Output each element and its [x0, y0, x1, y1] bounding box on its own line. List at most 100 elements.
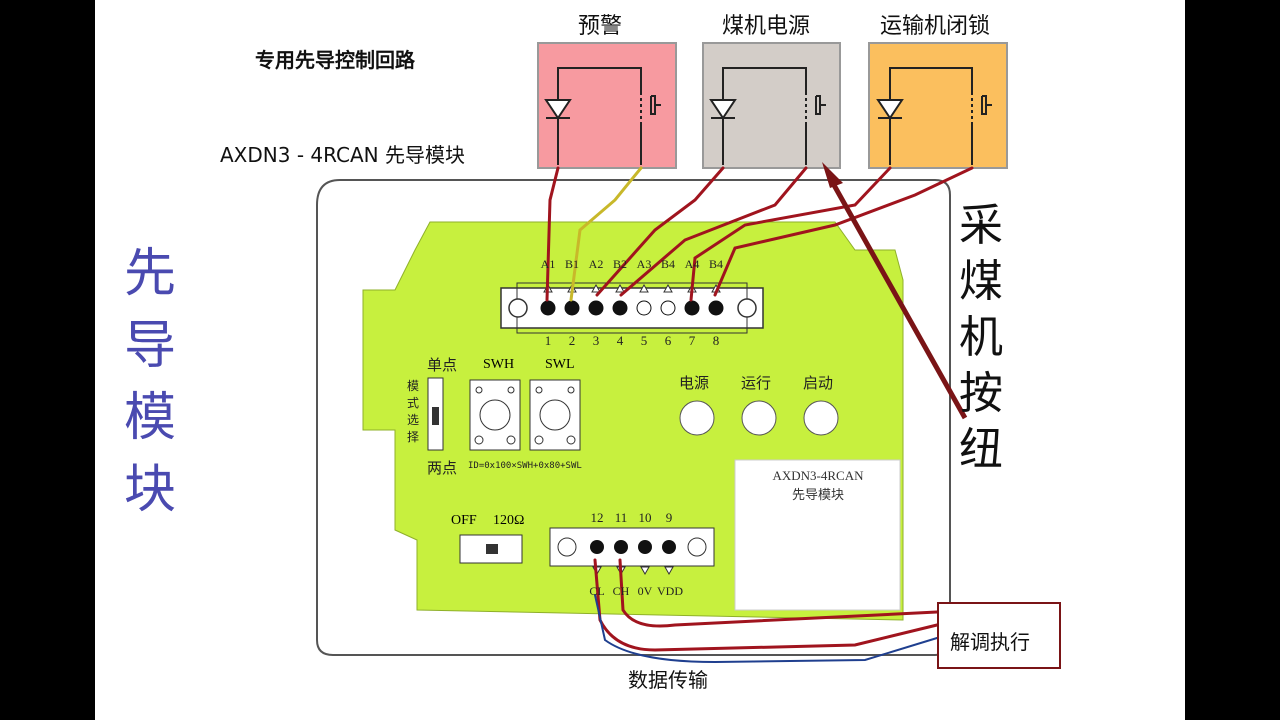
pin-marker: [663, 283, 673, 293]
connector-screw-right: [737, 298, 757, 318]
arrow-shearer-button: [827, 176, 968, 420]
header-title: 专用先导控制回路: [255, 48, 415, 72]
bottom-pin-label: CH: [612, 584, 630, 598]
mode-double-label: 两点: [427, 459, 458, 477]
connector-screw-left: [508, 298, 528, 318]
top-pin-number: 7: [688, 333, 696, 348]
bottom-connector-block: [549, 527, 715, 567]
mode-side-char: 选: [406, 413, 419, 427]
top-pin-label: A4: [684, 257, 700, 271]
top-connector-pin: [660, 300, 676, 316]
bottom-connector-pin: [662, 540, 676, 554]
bottom-pin-number: 9: [665, 510, 673, 525]
diagram-drawing: [316, 42, 1061, 669]
top-connector-pin: [540, 300, 556, 316]
top-pin-label: A1: [540, 257, 556, 271]
pin-marker: [591, 283, 601, 293]
top-pin-label: B1: [564, 257, 579, 271]
module-label-panel: [734, 459, 901, 611]
top-pin-label: B2: [612, 257, 627, 271]
side-right-char: 机: [959, 312, 1003, 363]
led-run: [741, 400, 777, 436]
top-connector-pin: [612, 300, 628, 316]
pin-marker: [664, 566, 674, 576]
top-pin-number: 4: [616, 333, 624, 348]
top-pin-label: B4: [708, 257, 723, 271]
module-model-label: AXDN3 - 4RCAN 先导模块: [220, 143, 465, 167]
top-connector-pin: [708, 300, 724, 316]
module-label-line: 先导模块: [791, 487, 844, 502]
top-connector-block: [500, 287, 764, 329]
top-pin-label: A3: [636, 257, 652, 271]
top-pin-label: B4: [660, 257, 675, 271]
wire-warning-a1: [545, 166, 560, 302]
top-pin-number: 8: [712, 333, 720, 348]
swh-label: SWH: [483, 357, 515, 372]
wire-shearer-a2: [595, 166, 725, 297]
wire-conveyor-a4: [689, 166, 892, 302]
bottom-pin-label: CL: [589, 584, 605, 598]
side-label-right: 采 煤 机 按 纽: [953, 198, 1009, 478]
bottom-pin-number: 12: [590, 510, 604, 525]
top-pin-number: 1: [544, 333, 552, 348]
circuit-label-shearer-power: 煤机电源: [722, 14, 811, 39]
circuit-label-warning: 预警: [578, 14, 623, 39]
pin-marker: [615, 283, 625, 293]
led-start-label: 启动: [803, 374, 834, 392]
demod-label: 解调执行: [950, 630, 1030, 654]
bottom-pin-label: VDD: [657, 584, 683, 598]
mode-switch-slider: [432, 407, 439, 425]
side-label-left: 先 导 模 块: [120, 238, 180, 526]
diode-switch-shearer-power: [709, 67, 826, 165]
bottom-connector-pin: [614, 540, 628, 554]
top-pin-number: 2: [568, 333, 576, 348]
bottom-pin-number: 10: [638, 510, 652, 525]
top-connector-pin: [636, 300, 652, 316]
side-right-char: 采: [959, 200, 1003, 251]
termination-value-label: 120Ω: [493, 513, 525, 528]
wire-warning-b1: [569, 166, 643, 302]
bottom-pin-number: 11: [614, 510, 628, 525]
bottom-connector-pin: [590, 540, 604, 554]
module-label-line: AXDN3-4RCAN: [772, 468, 864, 483]
circuit-label-conveyor-lock: 运输机闭锁: [880, 14, 991, 39]
side-left-char: 先: [123, 244, 176, 304]
pin-marker: [640, 566, 650, 576]
pin-marker: [639, 283, 649, 293]
side-left-char: 模: [123, 388, 176, 448]
side-right-char: 按: [959, 368, 1003, 419]
top-connector-pin: [564, 300, 580, 316]
side-left-char: 块: [123, 460, 176, 520]
top-pin-number: 3: [592, 333, 600, 348]
mode-select-label: 模 式 选 择: [405, 378, 421, 446]
mode-side-char: 模: [406, 379, 419, 393]
module-label-text: AXDN3-4RCAN 先导模块: [763, 468, 873, 503]
wire-conveyor-b4: [713, 166, 974, 297]
led-power-label: 电源: [679, 374, 710, 392]
top-pin-number: 5: [640, 333, 648, 348]
led-start: [803, 400, 839, 436]
led-run-label: 运行: [741, 374, 772, 392]
diagram-canvas: 专用先导控制回路 AXDN3 - 4RCAN 先导模块 预警 煤机电源 运输机闭…: [95, 0, 1185, 720]
id-formula: ID=0x100×SWH+0x80+SWL: [468, 461, 582, 471]
termination-off-label: OFF: [451, 513, 477, 528]
mode-side-char: 式: [406, 396, 419, 410]
top-pin-label: A2: [588, 257, 604, 271]
wire-data-blue: [594, 594, 938, 664]
swl-label: SWL: [545, 357, 575, 372]
diode-switch-warning: [544, 67, 661, 165]
bottom-pin-label: 0V: [637, 584, 653, 598]
side-left-char: 导: [123, 316, 176, 376]
top-pin-number: 6: [664, 333, 672, 348]
demod-box: [937, 602, 1061, 669]
top-connector-pin: [684, 300, 700, 316]
side-right-char: 纽: [959, 424, 1003, 475]
data-transfer-label: 数据传输: [628, 668, 708, 692]
mode-side-char: 择: [406, 430, 419, 444]
top-connector-pin: [588, 300, 604, 316]
diode-switch-conveyor-lock: [876, 67, 992, 165]
side-right-char: 煤: [959, 256, 1003, 307]
wire-shearer-b2: [619, 166, 808, 297]
led-power: [679, 400, 715, 436]
wire-data-ch: [618, 558, 939, 628]
